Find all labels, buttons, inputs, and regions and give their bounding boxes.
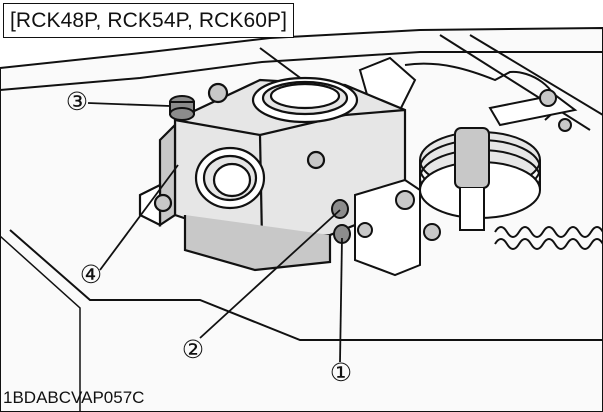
linkage: [358, 56, 578, 132]
callout-2-label: ②: [181, 336, 205, 364]
leader-lines: [87, 102, 343, 363]
callout-1-label: ①: [329, 359, 353, 387]
model-header: [RCK48P, RCK54P, RCK60P]: [3, 3, 295, 38]
mount-bracket: [354, 178, 441, 277]
pulley: [419, 127, 541, 231]
figure-code: 1BDABCVAP057C: [3, 388, 145, 407]
callout-3-label: ③: [65, 88, 89, 116]
gearbox-housing: [138, 76, 407, 272]
tension-spring: [494, 226, 603, 250]
callout-4-label: ④: [79, 261, 103, 289]
filler-plug: [169, 95, 195, 121]
